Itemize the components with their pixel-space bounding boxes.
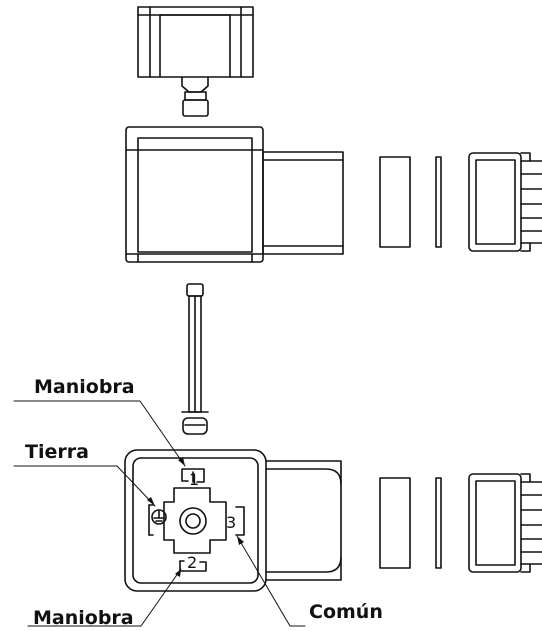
insert-cap	[137, 6, 254, 117]
pin-1-number: 1	[189, 470, 199, 489]
housing-side-view	[125, 126, 344, 263]
cable-gland-side-bottom	[468, 473, 542, 573]
housing-face-view	[124, 449, 342, 592]
seal-washer-side-top	[379, 156, 411, 248]
pin-2-number: 2	[187, 553, 197, 572]
thin-washer-side-top	[435, 156, 442, 248]
pin-3-slot: 3	[226, 506, 245, 536]
label-maniobra-top: Maniobra	[34, 376, 135, 398]
pin-insert-face	[163, 487, 227, 554]
center-screw-hole	[179, 507, 207, 535]
leader-comun	[236, 535, 306, 627]
seal-washer-side-bottom	[379, 477, 411, 569]
earth-symbol-icon	[151, 509, 167, 525]
leader-maniobra-top	[13, 400, 186, 467]
leader-lines	[13, 400, 306, 627]
pin-2-slot: 2	[179, 553, 207, 572]
fixing-screw	[181, 283, 209, 435]
label-tierra: Tierra	[25, 441, 89, 463]
label-maniobra-bottom: Maniobra	[33, 607, 134, 629]
cable-gland-side-top	[468, 152, 542, 252]
leader-maniobra-bottom	[27, 568, 182, 627]
leader-tierra	[13, 465, 156, 507]
pin-1-slot: 1	[181, 468, 205, 489]
leader-arrowheads	[147, 457, 244, 577]
pin-3-number: 3	[226, 513, 236, 532]
earth-terminal	[148, 504, 167, 536]
label-comun: Común	[309, 601, 383, 623]
thin-washer-side-bottom	[435, 477, 442, 569]
